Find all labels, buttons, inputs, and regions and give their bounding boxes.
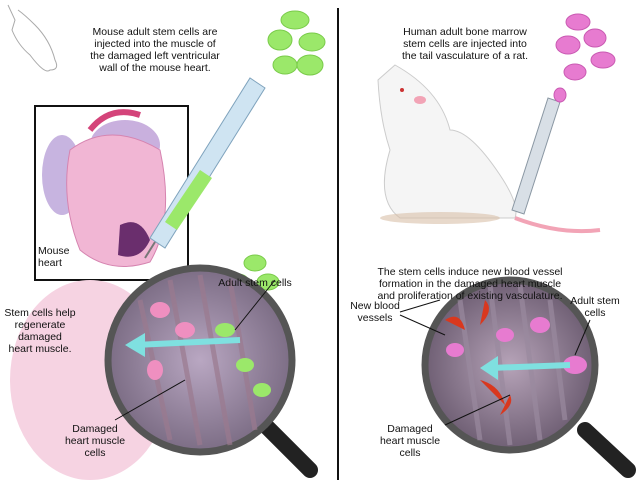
mouse-heart-illustration [34, 105, 189, 281]
rat-illustration [377, 64, 601, 234]
green-stem-cells [226, 10, 326, 291]
left-stem-cells-label: Adult stem cells [218, 277, 292, 289]
right-damaged-cells-label: Damaged heart muscle cells [379, 423, 441, 459]
left-damaged-cells-label: Damaged heart muscle cells [64, 423, 126, 459]
regenerate-label: Stem cells help regenerate damaged heart… [4, 307, 76, 355]
pink-stem-cells [553, 13, 616, 103]
right-stem-cells-label: Adult stem cells [570, 295, 620, 319]
magnifier-left [10, 264, 318, 480]
left-injection-caption: Mouse adult stem cells are injected into… [90, 26, 220, 74]
syringe-right [511, 97, 561, 215]
magnifier-right [399, 276, 636, 478]
mouse-sketch [7, 4, 58, 72]
mouse-heart-label: Mouse heart [38, 245, 70, 269]
new-blood-vessels-label: New blood vessels [350, 300, 400, 324]
panel-divider [337, 8, 339, 480]
syringe-left [144, 77, 266, 259]
right-injection-caption: Human adult bone marrow stem cells are i… [401, 26, 529, 62]
right-effect-caption: The stem cells induce new blood vessel f… [377, 266, 563, 302]
